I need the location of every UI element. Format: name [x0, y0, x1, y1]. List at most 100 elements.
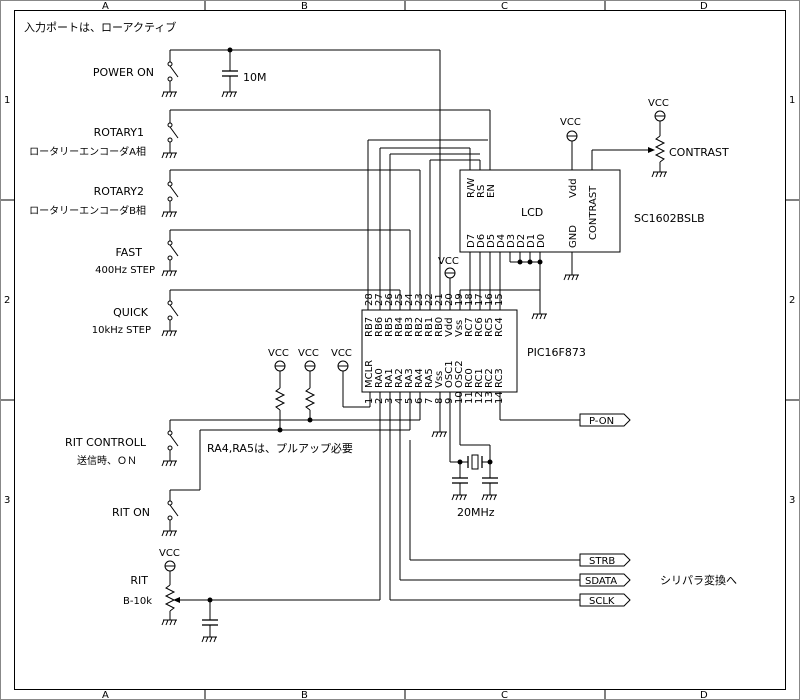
row-label-1-right: 1 — [789, 95, 795, 106]
lcd-pin-d6-label: D6 — [476, 234, 487, 248]
pic-pin-rb3-label: RB3 — [404, 317, 415, 337]
rb-wires — [170, 50, 491, 310]
col-label-c-top: C — [501, 1, 508, 12]
contrast-potentiometer — [651, 110, 667, 178]
capacitor-10m — [221, 47, 238, 98]
lcd-pin-rs-label: RS — [476, 185, 487, 198]
lcd-pin-gnd: GND — [568, 225, 579, 248]
pic-pin-rc2-label: RC2 — [484, 368, 495, 388]
pic-pin-ra1-label: RA1 — [384, 368, 395, 388]
pic-pin-13-number: 13 — [484, 391, 495, 404]
cap-10m-label: 10M — [243, 71, 267, 84]
output-tags — [579, 413, 631, 607]
switch-rit-on — [161, 392, 411, 537]
switch-rotary2 — [161, 169, 420, 218]
lcd-model: SC1602BSLB — [634, 212, 705, 225]
pullup-resistors — [274, 360, 371, 433]
tag-sdata: SDATA — [585, 576, 617, 587]
pic-pin-rc5-label: RC5 — [484, 317, 495, 337]
label-quick-sub: 10kHz STEP — [92, 325, 151, 336]
pic-pin-vdd-label: Vdd — [444, 317, 455, 337]
pic-pin-28-number: 28 — [364, 293, 375, 306]
pic-pin-ra0-label: RA0 — [374, 368, 385, 388]
switch-labels: POWER ON ROTARY1 ロータリーエンコーダA相 ROTARY2 ロー… — [29, 66, 155, 607]
rit-potentiometer — [161, 392, 381, 643]
rit-vcc-label: VCC — [159, 548, 180, 559]
pic-pin-rb6-label: RB6 — [374, 317, 385, 337]
pullup-vcc-2: VCC — [298, 348, 319, 359]
crystal-label: 20MHz — [457, 506, 495, 519]
pic-pin-7-number: 7 — [424, 398, 435, 404]
frame-column-labels: A B C D A B C D 1 2 3 1 2 3 — [4, 1, 795, 700]
pic-vcc-label: VCC — [438, 256, 459, 267]
pic-pin-rc0-label: RC0 — [464, 368, 475, 388]
lcd-vcc-label: VCC — [560, 117, 581, 128]
pic-pin-rb4-label: RB4 — [394, 317, 405, 337]
label-rotary2-sub: ロータリーエンコーダB相 — [29, 204, 146, 217]
pic-pin-rb0-label: RB0 — [434, 317, 445, 337]
label-rit-controll-sub: 送信時、ＯＮ — [77, 454, 137, 467]
label-power-on: POWER ON — [93, 66, 154, 79]
ground-symbol — [161, 91, 177, 98]
contrast-label: CONTRAST — [669, 146, 729, 159]
label-fast: FAST — [115, 246, 142, 259]
pic-pin-rc7-label: RC7 — [464, 317, 475, 337]
pic-pin-22-number: 22 — [424, 293, 435, 306]
lcd-pin-vdd: Vdd — [568, 178, 579, 198]
contrast-vcc-label: VCC — [648, 98, 669, 109]
col-label-d-top: D — [700, 1, 708, 12]
pic-pin-ra4-label: RA4 — [414, 368, 425, 388]
lcd-pin-d4-label: D4 — [496, 234, 507, 248]
pic-pin-mclr-label: MCLR — [364, 360, 375, 388]
switch-power-on — [161, 49, 440, 98]
pic-pin-osc1-label: OSC1 — [444, 360, 455, 388]
row-label-1-left: 1 — [4, 95, 10, 106]
pic-pin-rb5-label: RB5 — [384, 317, 395, 337]
label-rit-controll: RIT CONTROLL — [65, 436, 147, 449]
label-fast-sub: 400Hz STEP — [95, 265, 155, 276]
pic-pin-vss-label: Vss — [454, 320, 465, 337]
lcd-pin-d3-label: D3 — [506, 234, 517, 248]
pic-bottom-wiring — [389, 392, 580, 601]
pic-pin-21-number: 21 — [434, 293, 445, 306]
pic-pin-rc1-label: RC1 — [474, 368, 485, 388]
lcd-pin-d0-label: D0 — [536, 234, 547, 248]
pullup-vcc-3: VCC — [331, 348, 352, 359]
pic-pin-2-number: 2 — [374, 398, 385, 404]
lcd-pin-rw-label: R/W — [466, 178, 477, 198]
lcd-pin-d5-label: D5 — [486, 234, 497, 248]
label-rotary1-sub: ロータリーエンコーダA相 — [29, 145, 146, 158]
pic-pin-23-number: 23 — [414, 293, 425, 306]
col-label-c-bottom: C — [501, 690, 508, 700]
pic-pin-27-number: 27 — [374, 293, 385, 306]
switch-fast — [161, 229, 410, 277]
pic-top-pin-labels: RB728RB627RB526RB425RB324RB223RB122RB021… — [364, 293, 505, 337]
pic-pin-ra2-label: RA2 — [394, 368, 405, 388]
col-label-a-bottom: A — [102, 690, 109, 700]
pic-pin-1-number: 1 — [364, 398, 375, 404]
pic-pin-ra5-label: RA5 — [424, 368, 435, 388]
pic-pin-ra3-label: RA3 — [404, 368, 415, 388]
pic-vdd-connection — [444, 267, 540, 310]
tag-strb: STRB — [589, 556, 615, 567]
switch-rotary1 — [161, 109, 490, 159]
label-rotary2: ROTARY2 — [94, 185, 144, 198]
col-label-b-bottom: B — [301, 690, 308, 700]
col-label-d-bottom: D — [700, 690, 708, 700]
lcd-pin-d1-label: D1 — [526, 234, 537, 248]
pic-pin-11-number: 11 — [464, 391, 475, 404]
pic-pin-rc4-label: RC4 — [494, 317, 505, 337]
pullup-note: RA4,RA5は、プルアップ必要 — [207, 442, 353, 455]
label-quick: QUICK — [113, 306, 149, 319]
tag-p-on: P-ON — [589, 416, 614, 427]
lcd-pin-en-label: EN — [486, 184, 497, 198]
row-label-2-right: 2 — [789, 295, 795, 306]
pic-pin-24-number: 24 — [404, 293, 415, 306]
pic-pin-6-number: 6 — [414, 398, 425, 404]
pic-pin-26-number: 26 — [384, 293, 395, 306]
lcd-module — [459, 130, 655, 320]
switch-rit-controll — [161, 392, 421, 467]
col-label-b-top: B — [301, 1, 308, 12]
